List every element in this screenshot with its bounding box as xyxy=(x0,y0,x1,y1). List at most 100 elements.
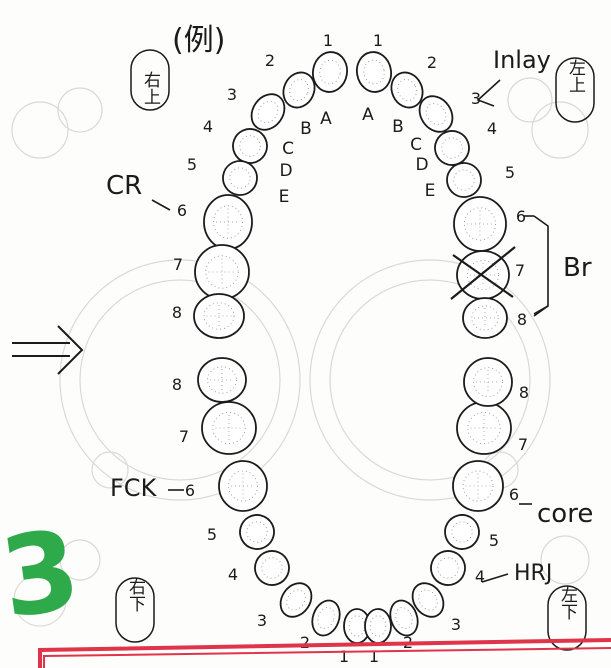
tooth-number: 5 xyxy=(207,525,217,544)
tooth-outline xyxy=(250,93,286,131)
tooth-upper-left-1[interactable] xyxy=(354,49,394,94)
tooth-detail xyxy=(205,255,239,289)
tooth-number: 4 xyxy=(203,117,213,136)
tooth-lower-right-5[interactable] xyxy=(236,511,278,553)
quadrant-lower-right-text: 右下 xyxy=(125,578,146,612)
tooth-lower-left-8[interactable] xyxy=(463,357,513,407)
primary-tooth-letter: B xyxy=(392,117,404,137)
tooth-detail xyxy=(425,102,447,126)
quadrant-label-lower-left: 左下 xyxy=(547,585,587,651)
tooth-number: 5 xyxy=(187,155,197,174)
green-digit: 3 xyxy=(0,505,87,642)
tooth-lower-right-6[interactable] xyxy=(218,460,268,512)
tooth-lower-left-4[interactable] xyxy=(425,545,470,590)
tooth-detail xyxy=(261,557,283,579)
annotation-fck: FCK xyxy=(110,474,184,502)
tooth-upper-right-3[interactable] xyxy=(245,88,291,136)
tooth-outline xyxy=(462,297,508,339)
quadrant-label-upper-left: 左上 xyxy=(555,57,595,123)
primary-tooth-letter: D xyxy=(415,155,428,175)
tooth-upper-left-3[interactable] xyxy=(413,90,459,138)
tooth-detail xyxy=(473,367,503,397)
tooth-number: 1 xyxy=(373,31,383,50)
tooth-detail xyxy=(437,557,459,579)
tooth-fissure xyxy=(215,415,243,441)
tooth-number: 2 xyxy=(427,53,437,72)
primary-tooth-letter: A xyxy=(362,105,374,125)
tooth-outline xyxy=(312,51,348,93)
tooth-upper-left-6[interactable] xyxy=(453,196,507,252)
tooth-outline xyxy=(390,71,424,109)
primary-tooth-letter: B xyxy=(300,119,312,139)
tooth-upper-left-2[interactable] xyxy=(386,67,428,112)
tooth-number: 8 xyxy=(517,310,527,329)
tooth-number: 6 xyxy=(509,485,519,504)
annotation-core: core xyxy=(519,499,593,529)
tooth-upper-right-5[interactable] xyxy=(220,158,259,197)
tooth-lower-left-1[interactable] xyxy=(364,608,392,644)
tooth-lower-right-3[interactable] xyxy=(274,577,318,623)
tooth-detail xyxy=(395,607,413,629)
tooth-lower-left-6[interactable] xyxy=(452,460,504,512)
tooth-number: 5 xyxy=(505,163,515,182)
tooth-number: 7 xyxy=(515,261,525,280)
tooth-lower-right-7[interactable] xyxy=(201,401,257,455)
tooth-detail xyxy=(453,169,475,191)
tooth-outline xyxy=(279,582,313,618)
tooth-number: 7 xyxy=(518,435,528,454)
tooth-detail xyxy=(229,167,251,189)
tooth-outline xyxy=(311,599,341,637)
red-border-strip xyxy=(38,638,611,668)
tooth-detail xyxy=(397,79,417,101)
tooth-upper-right-2[interactable] xyxy=(278,67,320,112)
tooth-detail xyxy=(369,615,387,637)
tooth-outline xyxy=(239,514,275,550)
tooth-upper-left-8[interactable] xyxy=(462,297,508,339)
tooth-upper-right-7[interactable] xyxy=(194,244,250,300)
missing-tooth-cross xyxy=(450,246,516,300)
teeth-layer xyxy=(193,49,516,644)
tooth-upper-right-4[interactable] xyxy=(228,124,272,168)
annotation-br: Br xyxy=(524,215,592,317)
tooth-lower-left-7[interactable] xyxy=(456,401,512,455)
tooth-lower-right-4[interactable] xyxy=(249,545,294,590)
core-label: core xyxy=(537,499,593,529)
tooth-upper-right-8[interactable] xyxy=(193,293,245,339)
tooth-number: 4 xyxy=(228,565,238,584)
tooth-number: 8 xyxy=(172,375,182,394)
primary-tooth-letter: E xyxy=(425,181,436,201)
tooth-number: 1 xyxy=(323,31,333,50)
tooth-upper-right-6[interactable] xyxy=(203,194,253,250)
tooth-number: 2 xyxy=(300,633,310,652)
tooth-outline xyxy=(364,608,392,644)
primary-tooth-letter: E xyxy=(279,187,290,207)
tooth-detail xyxy=(207,366,237,394)
tooth-fissure xyxy=(231,473,255,499)
tooth-upper-right-1[interactable] xyxy=(310,49,350,94)
tooth-outline xyxy=(418,95,454,133)
tooth-detail xyxy=(463,207,496,241)
tooth-lower-left-2[interactable] xyxy=(386,597,423,640)
tooth-number: 7 xyxy=(173,255,183,274)
tooth-outline xyxy=(389,599,419,637)
tooth-lower-left-5[interactable] xyxy=(441,511,483,553)
tooth-number: 8 xyxy=(519,383,529,402)
tooth-detail xyxy=(462,470,494,502)
tooth-lower-left-3[interactable] xyxy=(406,577,450,623)
tooth-number: 7 xyxy=(179,427,189,446)
tooth-outline xyxy=(222,160,258,196)
quadrant-lower-left-text: 左下 xyxy=(557,586,578,620)
tooth-number: 3 xyxy=(227,85,237,104)
tooth-number: 1 xyxy=(339,647,349,666)
tooth-lower-right-8[interactable] xyxy=(197,357,247,403)
tooth-fissure xyxy=(208,258,236,286)
tooth-number: 6 xyxy=(516,207,526,226)
quadrant-upper-right-text: 右上 xyxy=(140,71,161,105)
tooth-upper-left-5[interactable] xyxy=(444,160,483,199)
tooth-detail xyxy=(363,59,385,85)
tooth-detail xyxy=(239,135,261,157)
tooth-number: 2 xyxy=(265,51,275,70)
tooth-lower-right-2[interactable] xyxy=(308,597,345,640)
tooth-number: 1 xyxy=(369,647,379,666)
